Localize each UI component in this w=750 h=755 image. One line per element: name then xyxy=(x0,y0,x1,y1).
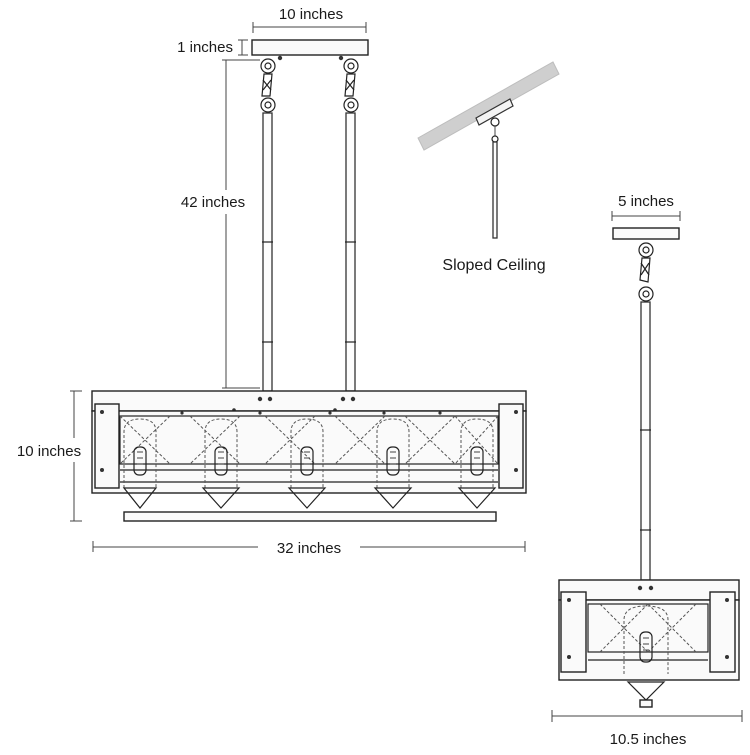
front-view: 10 inches 1 inches xyxy=(17,6,527,557)
fixture-side xyxy=(558,579,740,708)
canopy-width-label: 10 inches xyxy=(279,6,343,23)
canopy-plate xyxy=(251,39,369,56)
chain-hook-left xyxy=(260,58,276,113)
side-width-label: 10.5 inches xyxy=(610,731,687,748)
lamp-3 xyxy=(287,418,327,509)
sloped-rod xyxy=(492,141,498,239)
side-canopy-width-label: 5 inches xyxy=(618,193,674,210)
sloped-canopy xyxy=(475,98,514,126)
rod-right xyxy=(345,112,356,392)
canopy-height-dimension: 1 inches xyxy=(177,39,248,56)
fixture-length-dimension: 32 inches xyxy=(92,540,526,557)
canopy-height-label: 1 inches xyxy=(177,39,233,56)
sloped-ceiling-inset: Sloped Ceiling xyxy=(417,61,560,274)
side-lamp xyxy=(623,605,669,708)
lamp-5 xyxy=(457,418,497,509)
lamp-1 xyxy=(122,418,158,509)
fixture-height-dimension: 10 inches xyxy=(17,390,82,522)
sloped-ceiling-band xyxy=(417,61,560,151)
rod-length-dimension: 42 inches xyxy=(181,59,260,389)
fixture-front xyxy=(91,390,527,522)
rod-left xyxy=(262,112,273,392)
canopy-width-dimension: 10 inches xyxy=(252,6,367,33)
rod-length-label: 42 inches xyxy=(181,194,245,211)
fixture-length-label: 32 inches xyxy=(277,540,341,557)
side-canopy-width-dimension: 5 inches xyxy=(611,193,681,221)
lamp-4 xyxy=(373,418,413,509)
chain-hook-right xyxy=(343,58,359,113)
fixture-height-label: 10 inches xyxy=(17,443,81,460)
side-canopy-plate xyxy=(612,227,680,240)
sloped-ceiling-label: Sloped Ceiling xyxy=(442,257,545,274)
side-rod xyxy=(640,301,651,581)
side-width-dimension: 10.5 inches xyxy=(551,710,743,748)
lamp-2 xyxy=(201,418,241,509)
side-view: 5 inches xyxy=(551,193,743,748)
side-chain-hook xyxy=(638,242,654,302)
